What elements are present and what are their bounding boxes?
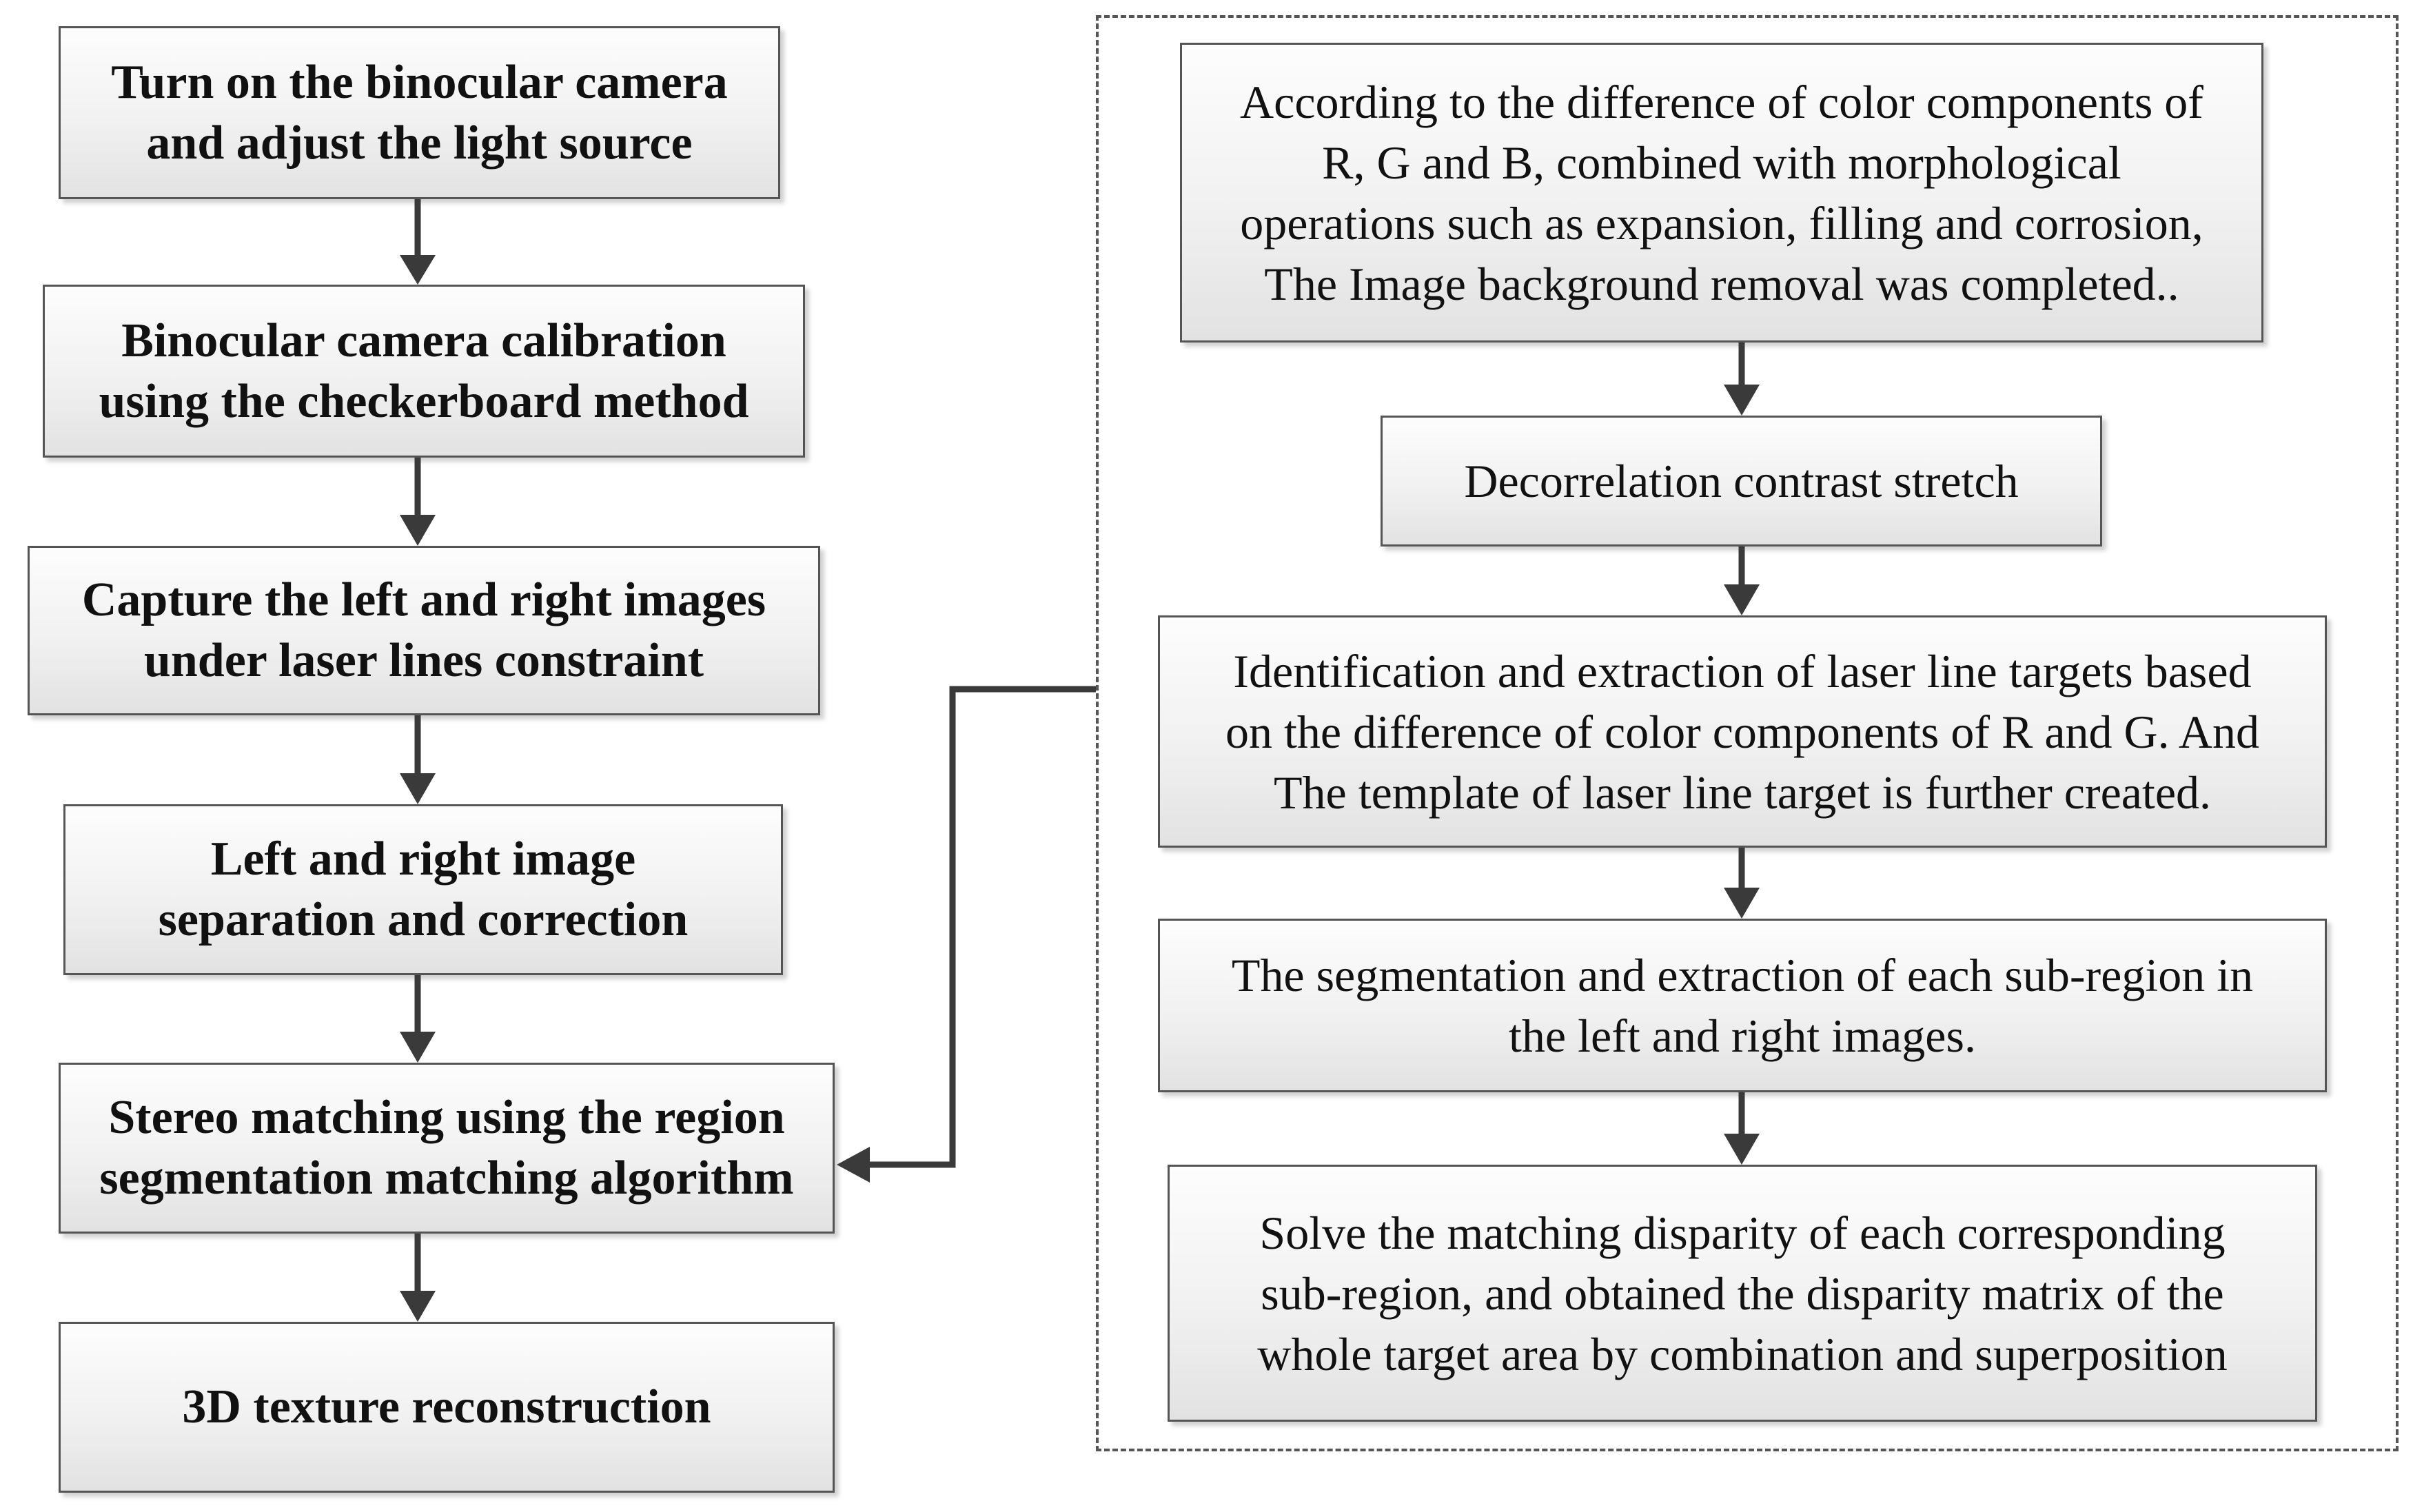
step-turn-on-camera-label: Turn on the binocular camera and adjust … [111, 55, 728, 170]
step-background-removal: According to the difference of color com… [1180, 43, 2263, 343]
step-capture-images-label: Capture the left and right images under … [81, 573, 766, 687]
step-turn-on-camera: Turn on the binocular camera and adjust … [59, 26, 780, 199]
step-subregion-segmentation-label: The segmentation and extraction of each … [1231, 949, 2254, 1062]
step-camera-calibration-label: Binocular camera calibration using the c… [99, 314, 749, 428]
step-capture-images: Capture the left and right images under … [28, 546, 820, 715]
step-stereo-matching: Stereo matching using the region segment… [59, 1063, 835, 1234]
step-stereo-matching-label: Stereo matching using the region segment… [99, 1091, 794, 1205]
step-laser-line-extraction-label: Identification and extraction of laser l… [1225, 644, 2260, 819]
step-3d-reconstruction-label: 3D texture reconstruction [182, 1380, 711, 1433]
step-3d-reconstruction: 3D texture reconstruction [59, 1322, 835, 1493]
step-laser-line-extraction: Identification and extraction of laser l… [1158, 615, 2327, 848]
step-disparity-solution-label: Solve the matching disparity of each cor… [1257, 1206, 2228, 1380]
step-decorrelation-stretch: Decorrelation contrast stretch [1381, 416, 2102, 546]
step-decorrelation-stretch-label: Decorrelation contrast stretch [1464, 455, 2019, 507]
step-separation-correction-label: Left and right image separation and corr… [158, 832, 689, 946]
left-arrow-1 [400, 199, 436, 285]
left-arrow-5 [400, 1234, 436, 1322]
step-subregion-segmentation: The segmentation and extraction of each … [1158, 919, 2327, 1092]
subprocess-connector-arrow [837, 686, 1096, 1183]
step-camera-calibration: Binocular camera calibration using the c… [43, 285, 805, 458]
step-disparity-solution: Solve the matching disparity of each cor… [1168, 1165, 2317, 1422]
left-arrow-4 [400, 975, 436, 1063]
left-arrow-3 [400, 715, 436, 804]
step-separation-correction: Left and right image separation and corr… [63, 804, 783, 975]
left-arrow-2 [400, 458, 436, 546]
step-background-removal-label: According to the difference of color com… [1240, 75, 2203, 310]
sub-process-frame [1096, 15, 2399, 1451]
